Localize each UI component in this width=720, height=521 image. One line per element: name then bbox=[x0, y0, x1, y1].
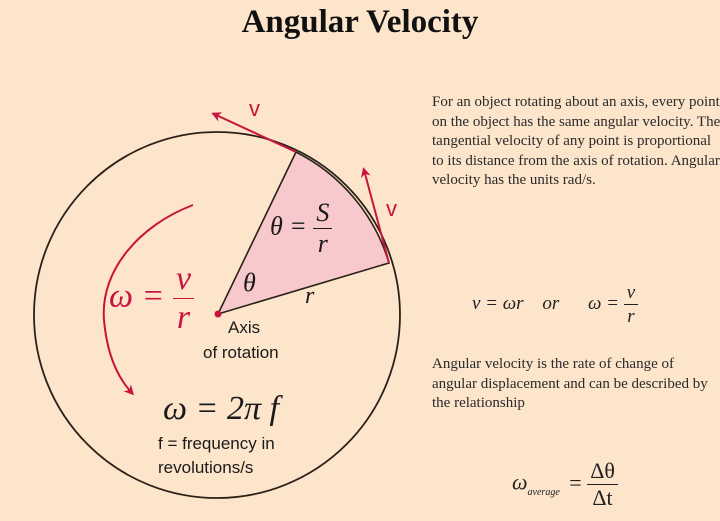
tangent-velocity-arrow-right bbox=[360, 167, 390, 264]
fraction-bar bbox=[313, 228, 333, 229]
relation-numerator: v bbox=[626, 282, 636, 303]
axis-label-line2: of rotation bbox=[203, 343, 279, 362]
axis-label-line1: Axis bbox=[228, 318, 261, 337]
sector-denominator: r bbox=[317, 229, 328, 258]
relation-denominator: r bbox=[627, 306, 635, 327]
sector-numerator: S bbox=[316, 198, 330, 227]
description-paragraph-1: For an object rotating about an axis, ev… bbox=[432, 94, 720, 188]
fraction-bar bbox=[172, 298, 195, 299]
axis-point bbox=[214, 310, 222, 318]
fraction-bar bbox=[623, 304, 639, 305]
angle-label: θ bbox=[243, 268, 256, 297]
rotation-circle bbox=[33, 131, 401, 499]
sector-formula: θ = S r bbox=[270, 198, 333, 258]
relation-or: or bbox=[542, 292, 560, 314]
velocity-label-top: v bbox=[249, 96, 260, 121]
frequency-note-line2: revolutions/s bbox=[158, 458, 254, 477]
average-velocity-formula: ωaverage = Δθ Δt bbox=[512, 460, 618, 509]
sector-fraction: S r bbox=[313, 198, 333, 258]
omega-formula-lhs: ω = bbox=[109, 277, 165, 315]
fraction-bar bbox=[587, 484, 618, 485]
average-denominator: Δt bbox=[592, 485, 613, 510]
page-title: Angular Velocity bbox=[241, 4, 479, 40]
average-omega: ω bbox=[512, 469, 528, 495]
average-fraction: Δθ Δt bbox=[587, 460, 618, 509]
omega-numerator: v bbox=[175, 260, 192, 297]
relation-eq1: v = ωr bbox=[472, 292, 524, 314]
rotation-direction-arrow bbox=[102, 204, 194, 396]
frequency-formula: ω = 2π f bbox=[163, 390, 279, 427]
omega-formula: ω = v r bbox=[109, 260, 195, 336]
average-numerator: Δθ bbox=[590, 458, 615, 483]
sector-formula-lhs: θ = bbox=[270, 211, 307, 241]
tangent-velocity-arrow-top bbox=[211, 112, 297, 153]
omega-fraction: v r bbox=[172, 260, 195, 336]
average-subscript: average bbox=[527, 486, 560, 498]
frequency-note-line1: f = frequency in bbox=[158, 434, 275, 453]
velocity-label-right: v bbox=[386, 196, 397, 221]
relation-eq2-lhs: ω = bbox=[587, 292, 619, 314]
average-equals: = bbox=[569, 469, 582, 495]
omega-denominator: r bbox=[176, 299, 191, 336]
radius-label: r bbox=[305, 283, 315, 309]
relation-formula: v = ωr or ω = v r bbox=[472, 282, 639, 327]
relation-fraction: v r bbox=[623, 282, 639, 327]
description-paragraph-2: Angular velocity is the rate of change o… bbox=[432, 356, 708, 411]
